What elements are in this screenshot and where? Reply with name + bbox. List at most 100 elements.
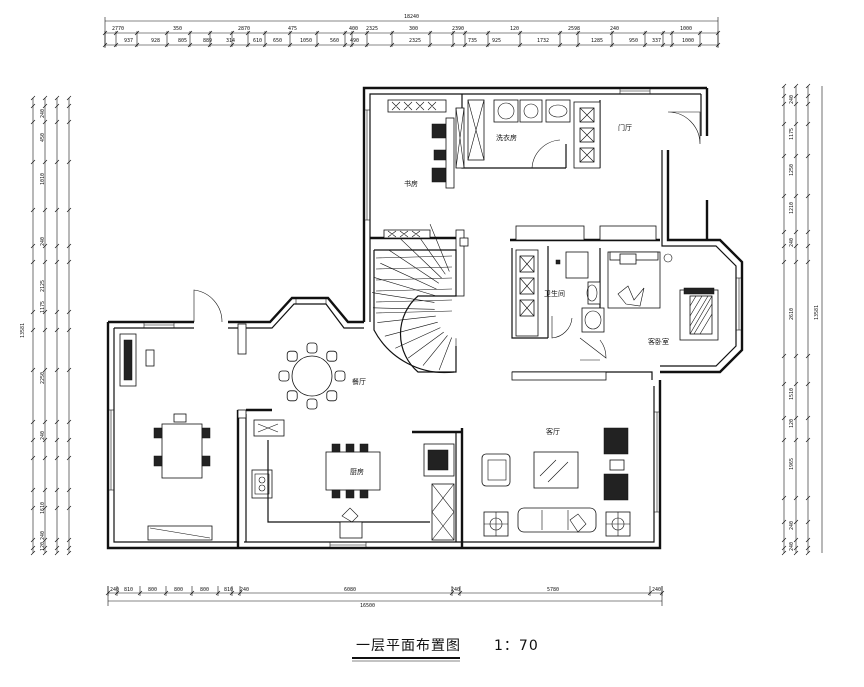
- right-dim-10: 240: [789, 521, 795, 530]
- dim-tick: [54, 437, 60, 443]
- dim-tick: [793, 381, 799, 387]
- right-dim-4: 1210: [789, 202, 795, 214]
- left-dim-5: 2125: [40, 280, 46, 292]
- bottom-dim-11: 240: [652, 587, 661, 593]
- dim-tick: [42, 367, 48, 373]
- top2-dim-11: 2325: [409, 38, 421, 44]
- dining-chair: [286, 390, 298, 402]
- left-dining-set: [119, 333, 213, 541]
- dim-tick: [66, 309, 72, 315]
- left-dim-9: 1610: [40, 502, 46, 514]
- bottom-dimensions: 240 810 800 800 800 810 240 6080 240 578…: [105, 586, 665, 609]
- top2-dim-4: 889: [203, 38, 212, 44]
- stair-step: [422, 335, 448, 366]
- dim-tick: [793, 83, 799, 89]
- staircase: [372, 223, 457, 374]
- dim-tick: [42, 550, 48, 556]
- dim-tick: [30, 487, 36, 493]
- dining-chair: [334, 370, 346, 382]
- dim-tick: [793, 519, 799, 525]
- dim-tick: [42, 327, 48, 333]
- dim-tick: [30, 159, 36, 165]
- top2-dim-3: 805: [178, 38, 187, 44]
- dim-tick: [30, 119, 36, 125]
- top2-dim-5: 314: [226, 38, 235, 44]
- bottom-dim-6: 810: [224, 587, 233, 593]
- stair-step: [375, 288, 453, 292]
- dim-tick: [54, 159, 60, 165]
- bathroom-fixtures: [515, 225, 657, 337]
- dim-tick: [793, 153, 799, 159]
- dim-tick: [805, 415, 811, 421]
- right-dim-5: 240: [789, 238, 795, 247]
- room-label-foyer: 门厅: [618, 123, 632, 132]
- dim-tick: [805, 229, 811, 235]
- dining-chair: [278, 370, 290, 382]
- dim-tick: [805, 495, 811, 501]
- right-dimensions: 13581 240 1175 1250 1210 240 2610 1510 1…: [781, 83, 823, 556]
- dining-chair: [306, 342, 318, 354]
- dim-tick: [793, 437, 799, 443]
- dim-tick: [30, 437, 36, 443]
- left-dim-1: 240: [40, 109, 46, 118]
- dim-tick: [30, 309, 36, 315]
- bottom-dim-5: 800: [200, 587, 209, 593]
- dim-tick: [805, 83, 811, 89]
- doors: [193, 111, 701, 361]
- drawing-scale: 1：70: [494, 638, 539, 654]
- dim-tick: [781, 121, 787, 127]
- top-dim-8: 2390: [452, 26, 464, 32]
- dim-tick: [42, 309, 48, 315]
- top-dimensions: 18240 2770 350 2870 475 400 2325 300 239…: [102, 14, 721, 48]
- dim-tick: [54, 103, 60, 109]
- left-dim-3: 1010: [40, 173, 46, 185]
- dim-tick: [30, 367, 36, 373]
- dim-tick: [66, 119, 72, 125]
- dim-tick: [793, 93, 799, 99]
- dim-tick: [781, 193, 787, 199]
- dim-tick: [30, 419, 36, 425]
- top2-dim-8: 1050: [300, 38, 312, 44]
- dim-tick: [54, 487, 60, 493]
- bottom-dim-3: 800: [148, 587, 157, 593]
- dim-tick: [781, 415, 787, 421]
- top-dim-10: 2598: [568, 26, 580, 32]
- top2-dim-7: 650: [273, 38, 282, 44]
- kitchen-furniture: [251, 419, 455, 541]
- bottom-dim-10: 5780: [547, 587, 559, 593]
- dim-tick: [805, 437, 811, 443]
- right-dim-1: 240: [789, 95, 795, 104]
- dining-chair: [286, 350, 298, 362]
- dim-tick: [54, 537, 60, 543]
- top-dim-1: 2770: [112, 26, 124, 32]
- dim-tick: [42, 207, 48, 213]
- dim-tick: [793, 550, 799, 556]
- dim-tick: [66, 259, 72, 265]
- stair-step: [380, 262, 437, 290]
- dim-tick: [30, 243, 36, 249]
- stair-step: [373, 307, 435, 310]
- dim-tick: [54, 550, 60, 556]
- dim-tick: [781, 519, 787, 525]
- top2-dim-12: 735: [468, 38, 477, 44]
- left-dim-6: 1175: [40, 301, 46, 313]
- dim-tick: [793, 259, 799, 265]
- dim-tick: [54, 119, 60, 125]
- dim-tick: [66, 419, 72, 425]
- room-label-living: 客厅: [546, 427, 560, 436]
- top2-dim-2: 928: [151, 38, 160, 44]
- dim-tick: [54, 259, 60, 265]
- dim-tick: [30, 550, 36, 556]
- dim-tick: [54, 243, 60, 249]
- top-dim-7: 300: [409, 26, 418, 32]
- dim-tick: [805, 537, 811, 543]
- dim-tick: [42, 545, 48, 551]
- dim-tick: [781, 101, 787, 107]
- top2-dim-15: 1285: [591, 38, 603, 44]
- right-dim-7: 1510: [789, 388, 795, 400]
- dim-tick: [30, 505, 36, 511]
- dim-tick: [42, 103, 48, 109]
- left-dim-11: 120: [40, 542, 46, 551]
- dining-chair: [306, 398, 318, 410]
- dim-tick: [781, 153, 787, 159]
